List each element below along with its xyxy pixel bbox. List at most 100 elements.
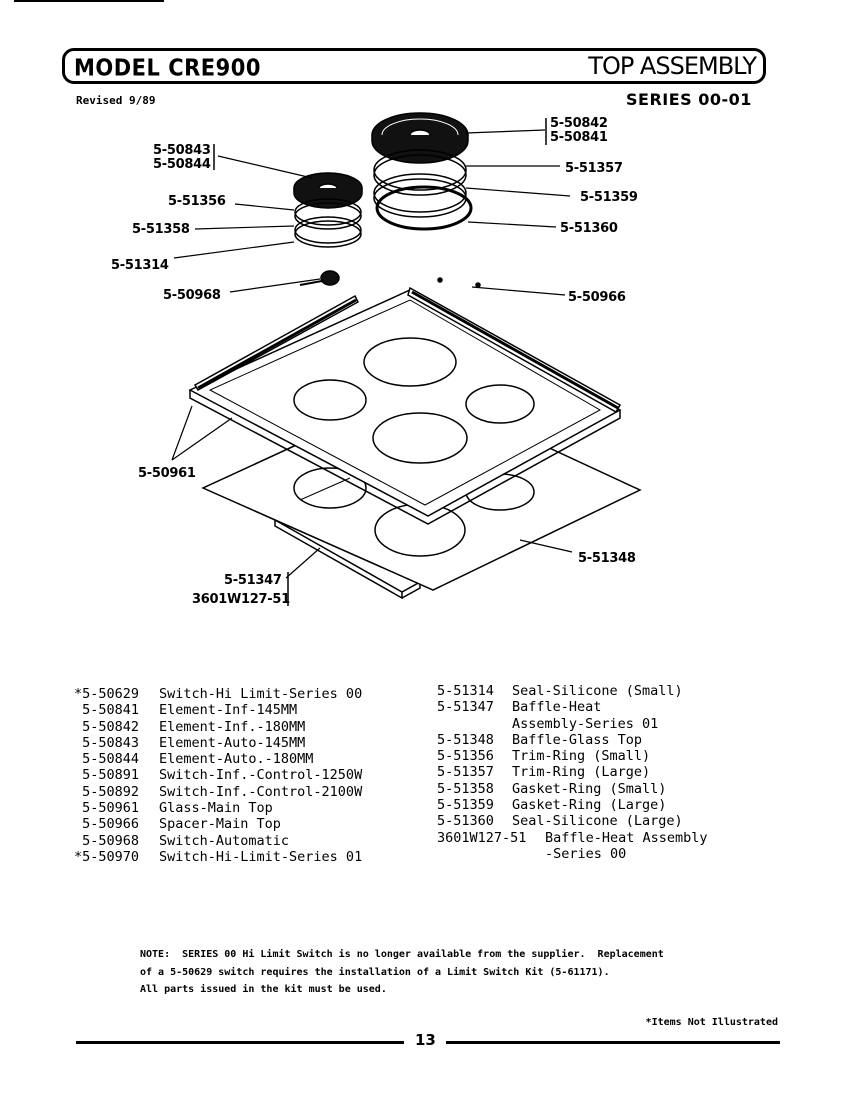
small-element-illustration bbox=[293, 172, 363, 248]
part-number: *5-50970 bbox=[74, 848, 140, 865]
parts-row: 5-51356 Trim-Ring (Small) bbox=[437, 748, 708, 764]
part-number: 5-51360 bbox=[437, 813, 494, 830]
automatic-switch-illustration bbox=[299, 270, 340, 286]
callout-5-50844: 5-50844 bbox=[153, 157, 211, 172]
footer-rule-left bbox=[76, 1041, 404, 1044]
part-number: 5-51356 bbox=[437, 748, 494, 765]
part-description: Baffle-Glass Top bbox=[512, 731, 643, 748]
part-number: 5-51359 bbox=[437, 797, 494, 814]
callout-5-51359: 5-51359 bbox=[580, 190, 638, 205]
callout-5-51356: 5-51356 bbox=[168, 194, 226, 209]
parts-row: 5-51359 Gasket-Ring (Large) bbox=[437, 797, 708, 813]
part-description: Trim-Ring (Large) bbox=[512, 764, 651, 781]
part-description: Assembly-Series 01 bbox=[512, 715, 659, 732]
part-number: 3601W127-51 bbox=[437, 829, 527, 846]
items-not-illustrated: *Items Not Illustrated bbox=[645, 1017, 778, 1028]
callout-5-51357: 5-51357 bbox=[565, 161, 623, 176]
parts-row: 5-50966 Spacer-Main Top bbox=[74, 816, 362, 832]
callout-5-51348: 5-51348 bbox=[578, 551, 636, 566]
part-description: -Series 00 bbox=[545, 845, 627, 862]
part-description: Spacer-Main Top bbox=[159, 816, 281, 833]
footer-rule-right bbox=[446, 1041, 780, 1044]
revised-date: Revised 9/89 bbox=[76, 94, 156, 107]
part-number: 5-50968 bbox=[74, 832, 140, 849]
large-element-illustration bbox=[371, 112, 473, 231]
note-line: All parts issued in the kit must be used… bbox=[140, 984, 387, 995]
parts-row: 5-51360 Seal-Silicone (Large) bbox=[437, 813, 708, 829]
part-number: 5-50961 bbox=[74, 800, 140, 817]
part-number: 5-51357 bbox=[437, 764, 494, 781]
part-number: 5-50843 bbox=[74, 734, 140, 751]
part-number: 5-51347 bbox=[437, 699, 494, 716]
part-description: Switch-Automatic bbox=[159, 832, 290, 849]
part-description: Seal-Silicone (Small) bbox=[512, 683, 683, 699]
parts-row: Assembly-Series 01 bbox=[437, 716, 708, 732]
parts-row: 5-51347 Baffle-Heat bbox=[437, 699, 708, 715]
parts-row: 5-50892 Switch-Inf.-Control-2100W bbox=[74, 784, 362, 800]
part-description: Gasket-Ring (Small) bbox=[512, 780, 667, 797]
callout-5-50968: 5-50968 bbox=[163, 288, 221, 303]
part-description: Trim-Ring (Small) bbox=[512, 748, 651, 765]
note-line: NOTE: SERIES 00 Hi Limit Switch is no lo… bbox=[140, 949, 664, 960]
section-title: TOP ASSEMBLY bbox=[588, 52, 757, 80]
part-number: 5-50966 bbox=[74, 816, 140, 833]
parts-row: 5-51314 Seal-Silicone (Small) bbox=[437, 683, 708, 699]
parts-row: -Series 00 bbox=[437, 846, 708, 862]
part-description: Seal-Silicone (Large) bbox=[512, 813, 683, 830]
callout-5-50961: 5-50961 bbox=[138, 466, 196, 481]
callout-5-50842: 5-50842 bbox=[550, 116, 608, 131]
callout-5-51360: 5-51360 bbox=[560, 221, 618, 236]
callout-5-50843: 5-50843 bbox=[153, 143, 211, 158]
parts-row: 5-50891 Switch-Inf.-Control-1250W bbox=[74, 767, 362, 783]
part-number: 5-50842 bbox=[74, 718, 140, 735]
callout-5-51358: 5-51358 bbox=[132, 222, 190, 237]
glass-main-top-illustration bbox=[188, 286, 622, 525]
parts-row: *5-50970 Switch-Hi-Limit-Series 01 bbox=[74, 849, 362, 865]
part-description: Switch-Hi-Limit-Series 01 bbox=[159, 848, 363, 865]
part-number: *5-50629 bbox=[74, 686, 140, 702]
part-description: Element-Auto-145MM bbox=[159, 734, 306, 751]
callout-3601w127-51: 3601W127-51 bbox=[192, 592, 290, 607]
exploded-diagram: 5-50842 5-50841 5-50843 5-50844 5-51357 … bbox=[111, 112, 642, 607]
parts-row: 3601W127-51 Baffle-Heat Assembly bbox=[437, 830, 708, 846]
part-description: Baffle-Heat bbox=[512, 699, 602, 716]
leader-lines bbox=[171, 129, 573, 579]
parts-row: *5-50629 Switch-Hi Limit-Series 00 bbox=[74, 686, 362, 702]
callout-5-50841: 5-50841 bbox=[550, 130, 608, 145]
callout-5-50966: 5-50966 bbox=[568, 290, 626, 305]
part-number: 5-51348 bbox=[437, 731, 494, 748]
note-line: of a 5-50629 switch requires the install… bbox=[140, 966, 610, 978]
parts-row: 5-50844 Element-Auto.-180MM bbox=[74, 751, 362, 767]
part-number: 5-50891 bbox=[74, 767, 140, 784]
part-description: Switch-Hi Limit-Series 00 bbox=[159, 686, 363, 702]
part-description: Switch-Inf.-Control-1250W bbox=[159, 767, 363, 784]
part-number: 5-51358 bbox=[437, 780, 494, 797]
callout-5-51347: 5-51347 bbox=[224, 573, 282, 588]
top-edge-rule bbox=[14, 0, 164, 2]
part-number: 5-50892 bbox=[74, 783, 140, 800]
part-description: Glass-Main Top bbox=[159, 800, 273, 817]
parts-row: 5-51357 Trim-Ring (Large) bbox=[437, 764, 708, 780]
parts-list-left: *5-50629 Switch-Hi Limit-Series 00 5-5084… bbox=[74, 686, 362, 865]
page-number: 13 bbox=[415, 1031, 436, 1049]
part-description: Element-Inf-145MM bbox=[159, 702, 298, 719]
part-number: 5-51314 bbox=[437, 683, 494, 699]
part-description: Baffle-Heat Assembly bbox=[545, 829, 708, 846]
callout-5-51314: 5-51314 bbox=[111, 258, 169, 273]
parts-row: 5-50843 Element-Auto-145MM bbox=[74, 735, 362, 751]
parts-row: 5-50968 Switch-Automatic bbox=[74, 833, 362, 849]
header-frame bbox=[62, 48, 766, 84]
parts-row: 5-50841 Element-Inf-145MM bbox=[74, 702, 362, 718]
model-title: MODEL CRE900 bbox=[74, 54, 261, 82]
part-description: Gasket-Ring (Large) bbox=[512, 797, 667, 814]
parts-row: 5-51358 Gasket-Ring (Small) bbox=[437, 781, 708, 797]
part-number: 5-50841 bbox=[74, 702, 140, 719]
part-number: 5-50844 bbox=[74, 751, 140, 768]
part-description: Element-Inf.-180MM bbox=[159, 718, 306, 735]
parts-row: 5-51348 Baffle-Glass Top bbox=[437, 732, 708, 748]
part-description: Switch-Inf.-Control-2100W bbox=[159, 783, 363, 800]
parts-row: 5-50842 Element-Inf.-180MM bbox=[74, 719, 362, 735]
note-block: NOTE: SERIES 00 Hi Limit Switch is no lo… bbox=[140, 946, 740, 999]
series-label: SERIES 00-01 bbox=[626, 90, 752, 109]
part-description: Element-Auto.-180MM bbox=[159, 751, 314, 768]
